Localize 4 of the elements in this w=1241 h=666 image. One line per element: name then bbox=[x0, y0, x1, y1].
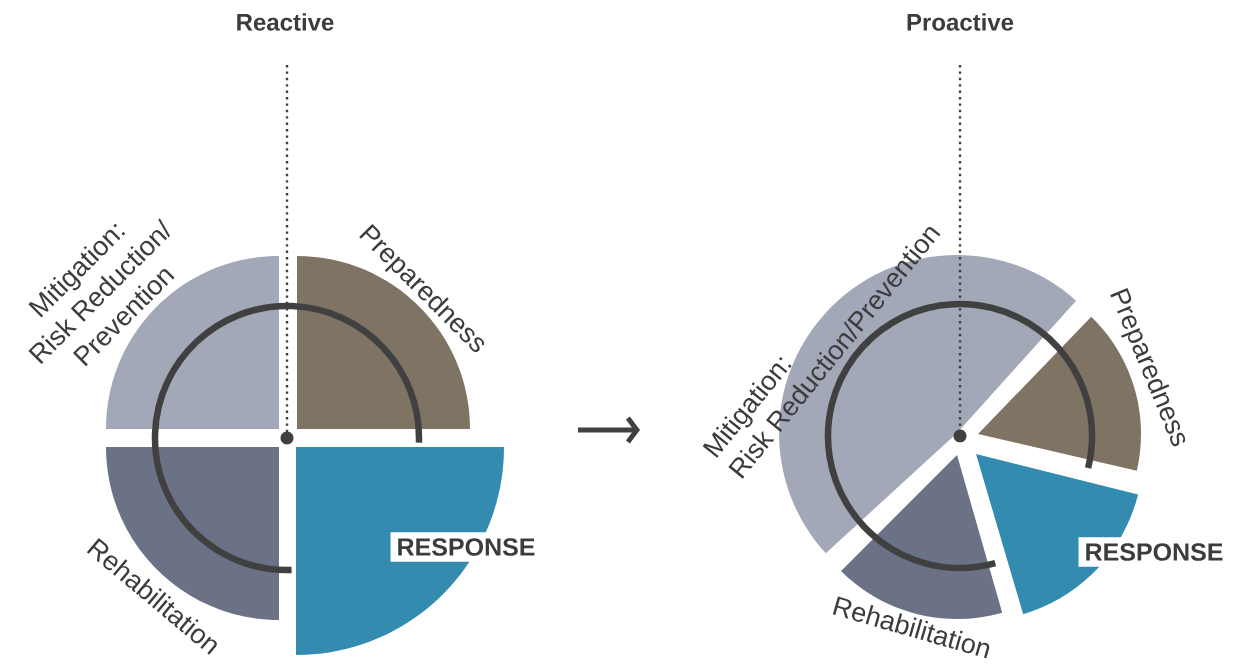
heading: Proactive bbox=[907, 13, 1014, 31]
heading: Reactive bbox=[237, 13, 334, 31]
label-box: RESPONSE bbox=[390, 532, 542, 562]
label-box: RESPONSE bbox=[1078, 537, 1230, 567]
